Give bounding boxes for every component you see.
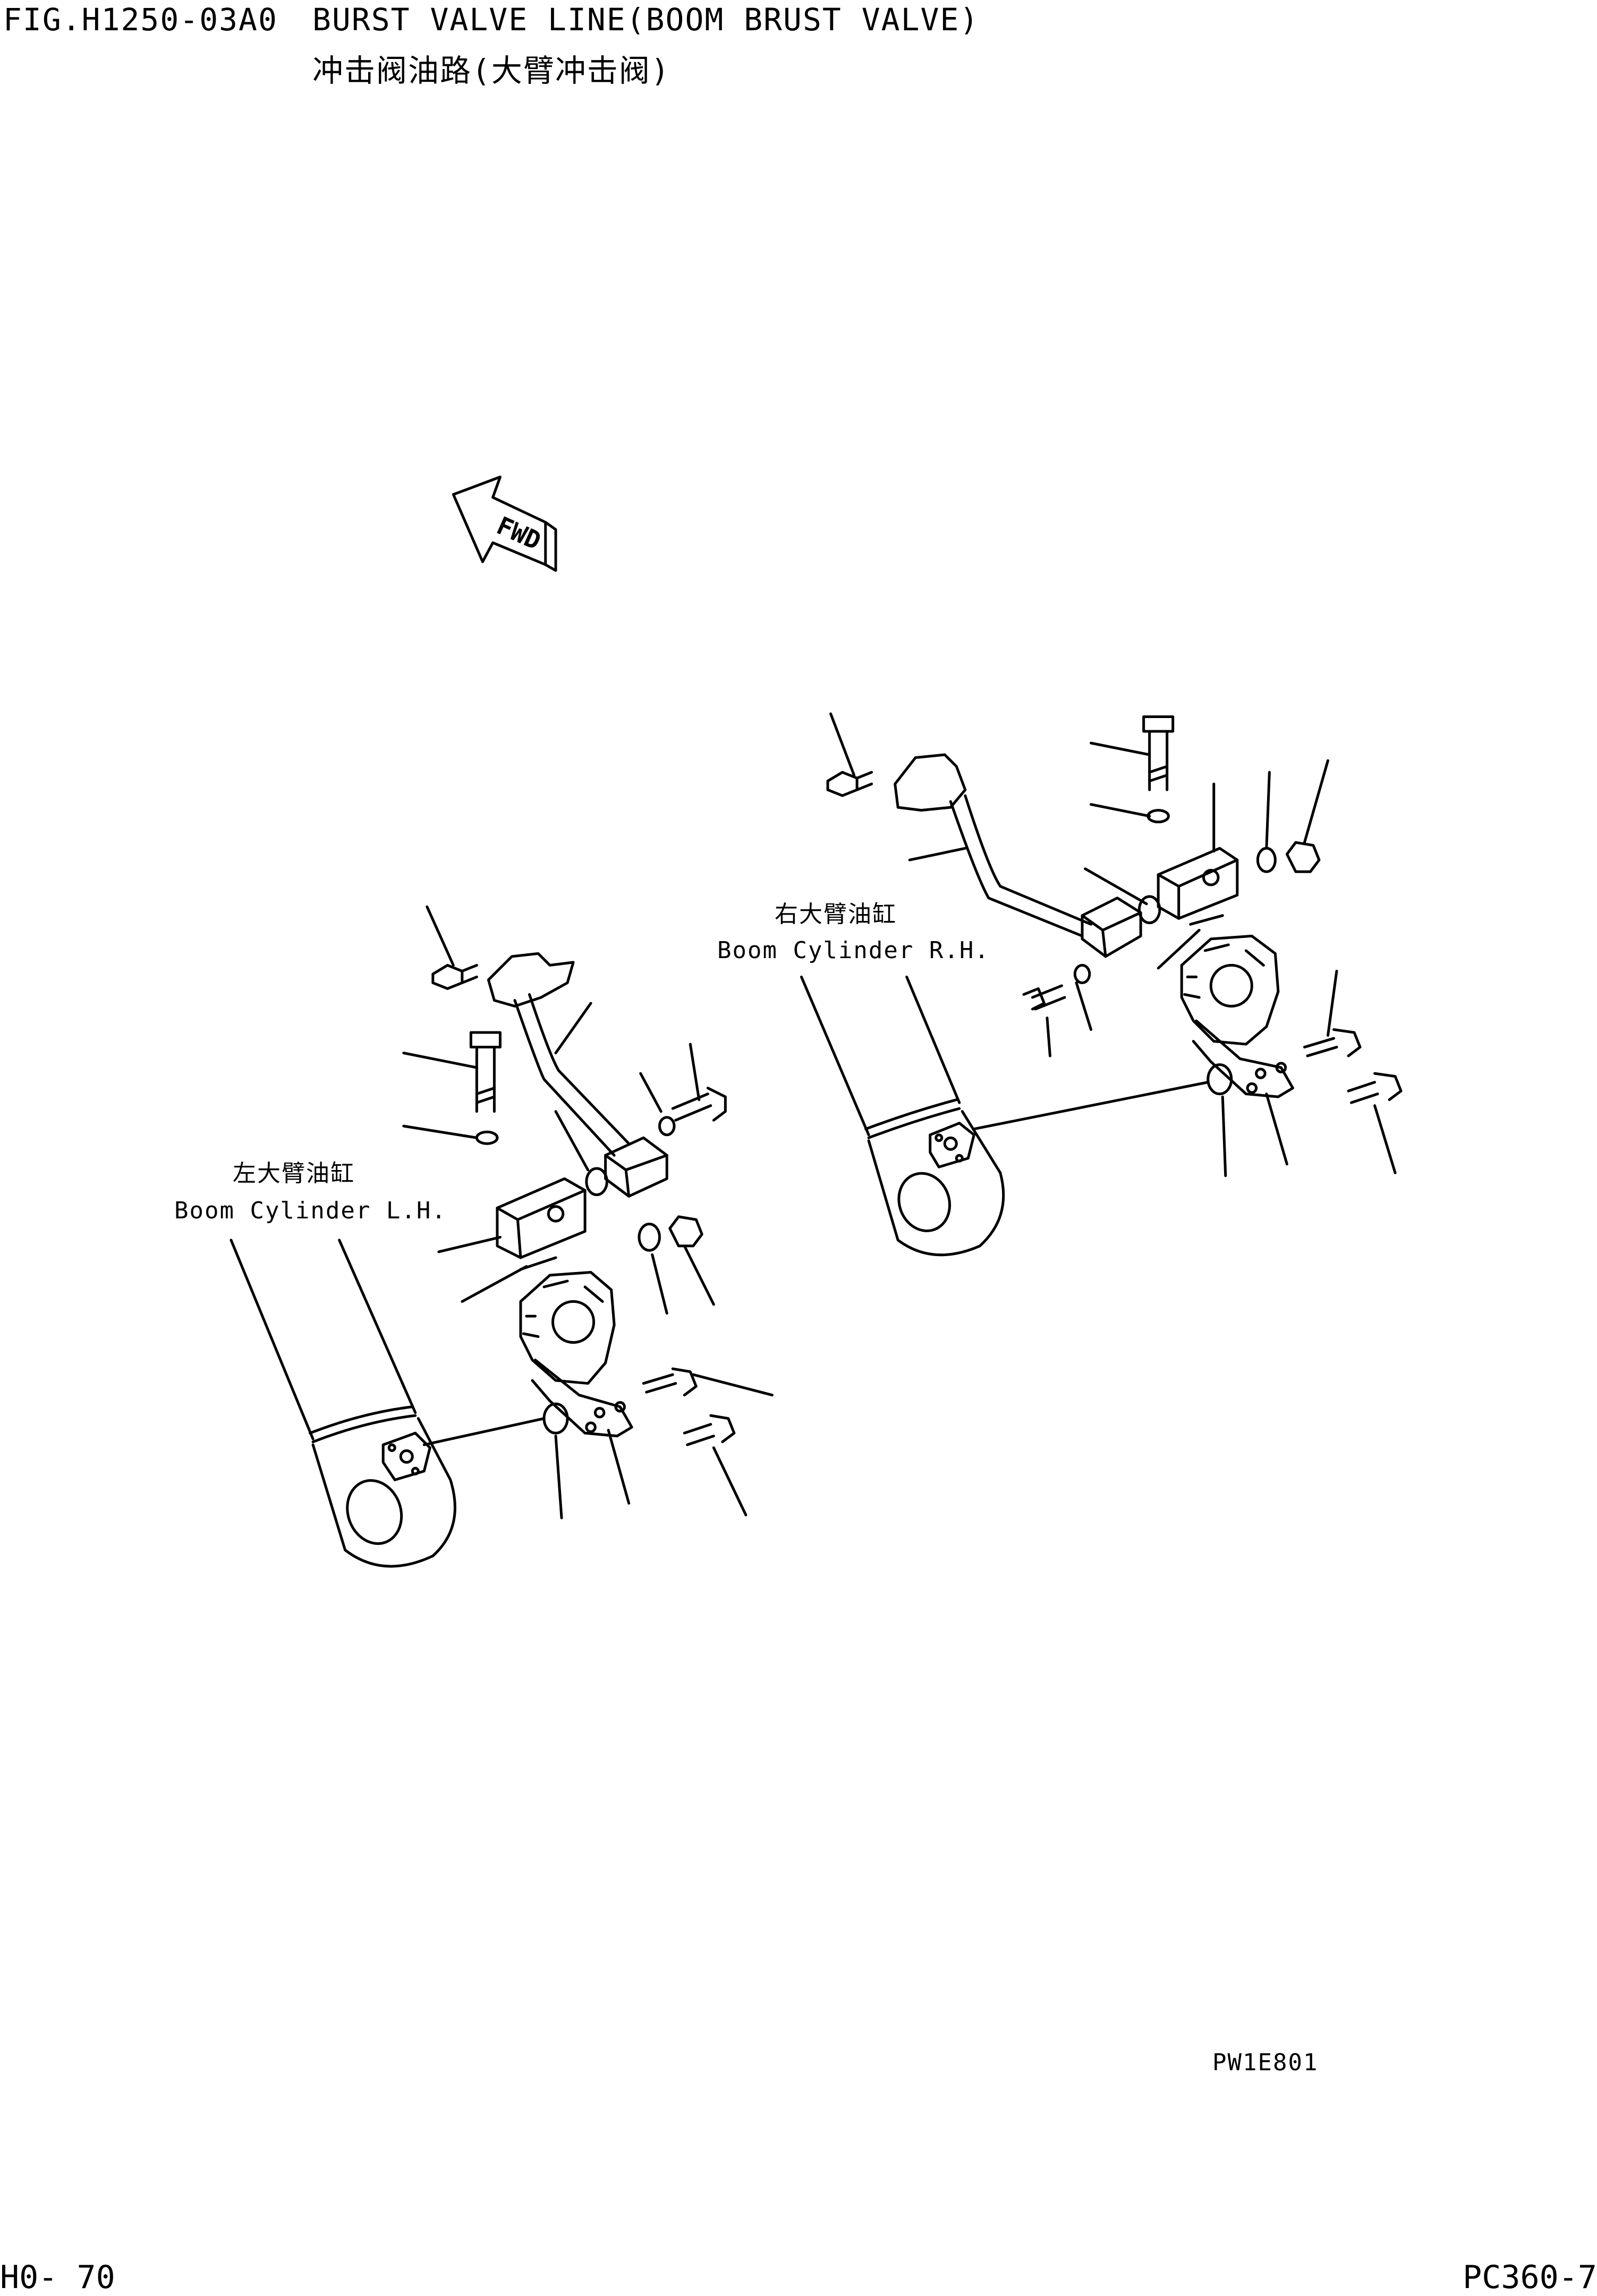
left-block-port: [548, 1207, 563, 1222]
right-block: [1158, 848, 1237, 918]
left-cylinder-rod-eye: [313, 1419, 455, 1566]
label-right-cylinder-en: Boom Cylinder R.H.: [717, 937, 990, 964]
left-lower-bolt-a: [643, 1369, 696, 1395]
left-side-bolt: [673, 1088, 725, 1121]
left-washer: [477, 1132, 497, 1143]
left-oring-low: [544, 1404, 567, 1433]
model-number: PC360-7: [1463, 2259, 1597, 2296]
right-plug: [1287, 842, 1319, 872]
left-valve-body: [521, 1272, 614, 1383]
right-bolt-thread: [1150, 766, 1167, 781]
left-flange-port: [401, 1450, 412, 1462]
right-fitting-edge: [1082, 912, 1141, 957]
fwd-arrow-depth: [546, 522, 556, 570]
right-cylinder-rod-eye: [869, 1112, 1004, 1255]
left-boom-cylinder: [231, 1240, 455, 1566]
right-flange-hole: [1277, 1063, 1286, 1072]
right-valve-detail: [1185, 945, 1264, 997]
left-block-edge: [497, 1190, 585, 1258]
right-flange-hole: [1256, 1069, 1265, 1078]
left-fitting-edge: [606, 1155, 667, 1196]
right-side-bolt: [1024, 986, 1065, 1009]
left-leader-lines: [404, 907, 772, 1518]
right-flange-port: [945, 1138, 956, 1149]
label-right-cylinder-cn: 右大臂油缸: [775, 901, 897, 928]
left-valve-flange: [532, 1360, 632, 1436]
right-leader-lines: [831, 714, 1396, 1176]
right-pipe-tube: [950, 796, 1091, 936]
right-washer: [1148, 810, 1169, 822]
right-side-washer: [1075, 965, 1090, 983]
left-bolt-thread: [477, 1088, 494, 1103]
left-flange-bolt: [389, 1445, 395, 1450]
right-flange-bolt: [936, 1135, 942, 1141]
right-small-parts: [828, 716, 1401, 1103]
right-flange-bolt: [956, 1155, 962, 1161]
figure-title-en: BURST VALVE LINE(BOOM BRUST VALVE): [312, 2, 980, 38]
right-pipe-bottom-fitting: [1082, 898, 1141, 957]
left-block: [497, 1179, 585, 1258]
left-pipe-tube: [515, 994, 629, 1155]
left-pipe-top-fitting: [488, 953, 573, 1006]
right-lower-bolt-b: [1348, 1073, 1401, 1103]
right-cylinder-tube: [802, 977, 959, 1134]
left-burst-valve: [521, 1272, 632, 1436]
left-plug: [670, 1217, 702, 1246]
figure-code: FIG.H1250-03A0: [3, 2, 278, 38]
right-top-bolt: [828, 772, 872, 796]
right-burst-valve: [1182, 936, 1293, 1097]
left-valve-detail: [523, 1281, 602, 1337]
right-valve-body: [1182, 936, 1278, 1044]
left-flange-bolt: [412, 1468, 418, 1474]
figure-title-cn: 冲击阀油路(大臂冲击阀): [312, 53, 670, 89]
right-cylinder-flange: [930, 1123, 974, 1167]
right-oring-mid: [1258, 848, 1275, 872]
right-valve-flange: [1193, 1021, 1293, 1097]
right-cylinder-eye-hole: [891, 1166, 958, 1238]
left-flange-hole: [587, 1423, 596, 1432]
right-pipe: [895, 755, 1141, 957]
right-block-body: [1158, 848, 1237, 918]
fwd-arrow: FWD: [453, 477, 556, 570]
left-cylinder-tube: [231, 1240, 415, 1439]
left-oring-mid: [639, 1224, 660, 1251]
right-lower-bolt-a: [1304, 1030, 1360, 1056]
page-number: H0- 70: [0, 2259, 115, 2296]
right-valve-port: [1211, 965, 1252, 1006]
left-long-bolt: [471, 1032, 500, 1112]
drawing-code: PW1E801: [1212, 2049, 1319, 2076]
left-flange-hole: [595, 1408, 604, 1417]
right-shim: [1191, 916, 1223, 925]
left-cylinder-eye-hole: [338, 1473, 410, 1551]
right-oring-low: [1208, 1065, 1231, 1094]
right-block-port: [1204, 870, 1219, 885]
left-oring-upper: [587, 1168, 607, 1195]
left-block-body: [497, 1179, 585, 1258]
right-oring-upper: [1139, 897, 1160, 923]
left-top-bolt: [433, 965, 477, 988]
label-left-cylinder-cn: 左大臂油缸: [233, 1160, 355, 1187]
right-flange-hole: [1247, 1083, 1256, 1092]
left-side-washer: [659, 1117, 674, 1135]
left-small-parts: [433, 965, 734, 1445]
left-flange-hole: [616, 1402, 625, 1411]
left-valve-port: [553, 1302, 594, 1343]
right-boom-cylinder: [802, 977, 1004, 1254]
right-cylinder-band: [866, 1100, 959, 1138]
left-lower-bolt-b: [684, 1415, 734, 1445]
right-block-edge: [1158, 860, 1237, 918]
left-cylinder-band: [310, 1407, 415, 1442]
label-left-cylinder-en: Boom Cylinder L.H.: [174, 1197, 447, 1224]
left-cylinder-flange: [383, 1433, 430, 1480]
fwd-arrow-outline: [453, 477, 545, 565]
right-pipe-top-fitting: [895, 755, 965, 810]
